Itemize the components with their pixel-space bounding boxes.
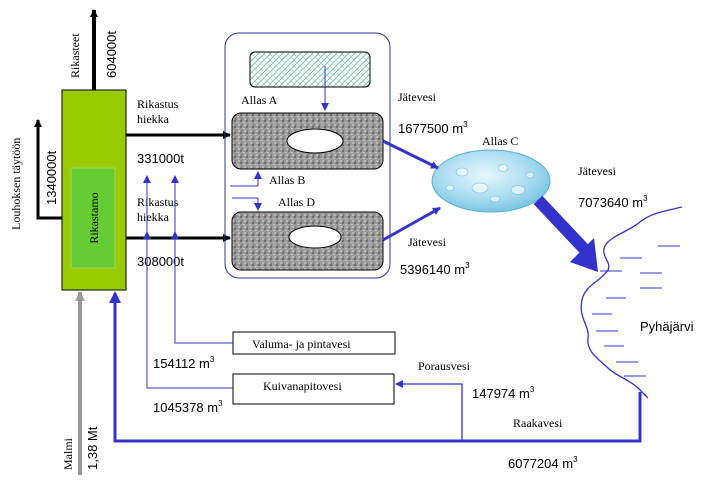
rikastus-hiekka-2-value: 308000t	[137, 254, 184, 269]
porausvesi-line	[395, 380, 463, 441]
allas-c-bubbles	[445, 164, 535, 203]
jatevesi-1-value: 1677500 m3	[398, 120, 468, 136]
allas-a-label: Allas A	[241, 93, 278, 107]
allas-d-label: Allas D	[278, 195, 315, 209]
rikastus-hiekka-2-line2: hiekka	[137, 210, 170, 224]
flow-b-to-c	[382, 139, 439, 170]
kuivanapito-box	[232, 373, 395, 405]
rikasteet-label: Rikasteet	[68, 33, 82, 78]
louhos-arrow	[34, 119, 62, 220]
malmi-label: Malmi	[61, 437, 75, 470]
malmi-value: 1,38 Mt	[85, 426, 100, 470]
jatevesi-1-label: Jätevesi	[398, 90, 437, 104]
rikasteet-value: 604000t	[104, 31, 119, 78]
jatevesi-2-label: Jätevesi	[408, 235, 447, 249]
allas-c-pond	[431, 149, 551, 213]
raakavesi-line	[109, 291, 642, 443]
valuma-value: 154112 m3	[153, 355, 215, 371]
pond-enclosure	[224, 32, 391, 279]
jatevesi-2-value: 5396140 m3	[400, 261, 470, 277]
allas-b-water	[286, 128, 344, 154]
louhos-label: Louhoksen täytöön	[9, 138, 23, 230]
flow-c-to-lake	[533, 195, 593, 258]
louhos-value: 1340000t	[44, 150, 59, 205]
jatevesi-3-value: 7073640 m3	[578, 194, 648, 210]
lake-ripples	[592, 245, 680, 377]
rikastamo-label: Rikastamo	[87, 192, 101, 243]
allas-d-water	[288, 225, 342, 249]
allas-c-label: Allas C	[482, 134, 518, 148]
allas-a-pond	[249, 51, 371, 88]
kuivanapito-value: 1045378 m3	[153, 399, 223, 415]
raakavesi-value: 6077204 m3	[508, 455, 578, 471]
allas-b-label: Allas B	[269, 173, 305, 187]
lake-shoreline	[580, 206, 683, 399]
porausvesi-label: Porausvesi	[418, 359, 471, 373]
flow-d-to-c	[382, 206, 441, 242]
jatevesi-3-label: Jätevesi	[578, 164, 617, 178]
porausvesi-value: 147974 m3	[472, 385, 535, 401]
rikastamo-inner-box	[70, 167, 116, 269]
rikastus-hiekka-1-line2: hiekka	[137, 112, 170, 126]
rikastus-hiekka-2-line1: Rikastus	[137, 195, 179, 209]
flow-c-to-lake-head	[570, 238, 598, 272]
rikastus-hiekka-1-line1: Rikastus	[137, 97, 179, 111]
valuma-label: Valuma- ja pintavesi	[252, 337, 351, 351]
raakavesi-label: Raakavesi	[513, 416, 563, 430]
pyhajarvi-label: Pyhäjärvi	[640, 319, 694, 334]
rikastus-hiekka-1-value: 331000t	[137, 151, 184, 166]
kuivanapito-label: Kuivanapitovesi	[263, 379, 342, 393]
